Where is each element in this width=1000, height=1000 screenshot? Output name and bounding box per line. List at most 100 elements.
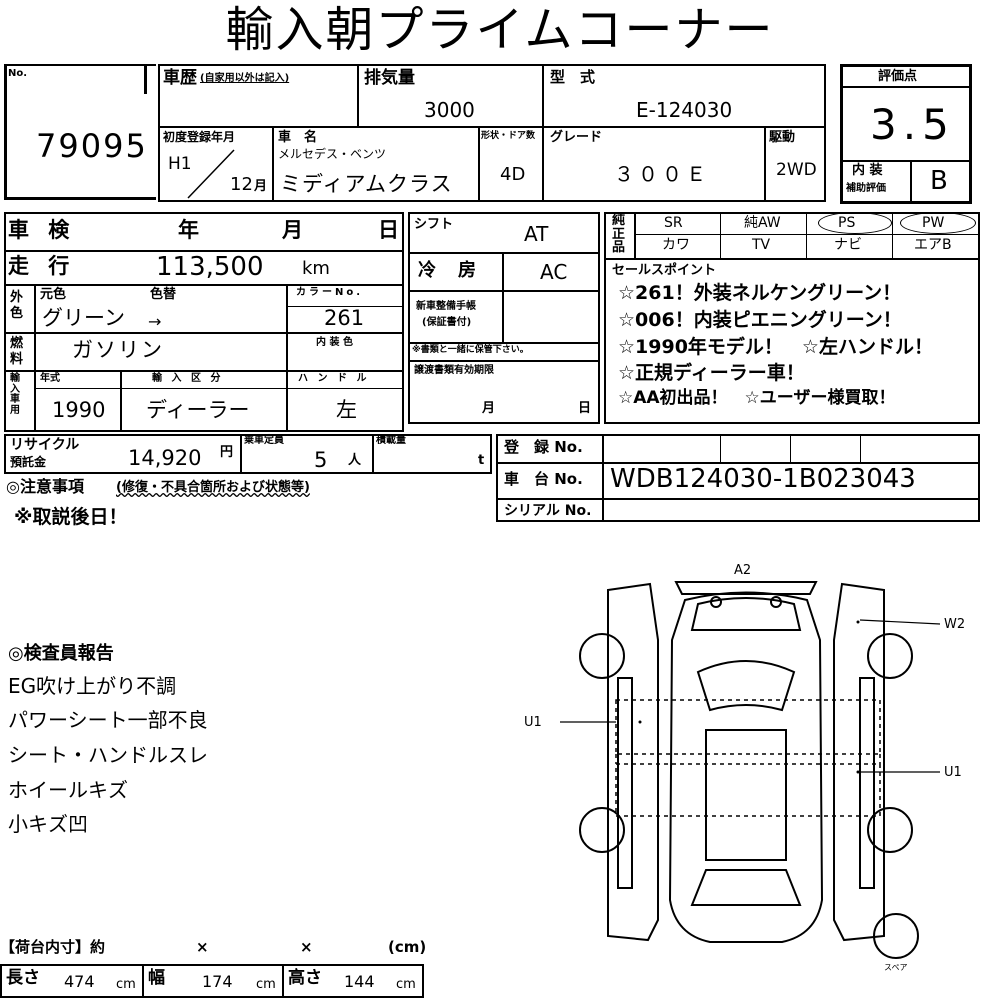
equip-ps-circle (818, 212, 892, 234)
cargo-length-unit: cm (116, 977, 136, 992)
shift-label: シフト (414, 217, 454, 232)
sales-point: ☆006！内装ピエニングリーン！ (618, 309, 902, 331)
inspection-day: 日 (378, 218, 399, 242)
color-value: グリーン (42, 306, 125, 330)
cargo-grid (0, 964, 424, 996)
page-title: 輸入朝プライムコーナー (225, 2, 775, 58)
car-body (668, 591, 824, 943)
grade-label: 評価点 (878, 69, 918, 84)
wheel-rear-left (579, 807, 625, 853)
registration-grid (496, 434, 980, 522)
warranty-sub: (保証書付) (422, 317, 472, 328)
recycle-unit: 円 (220, 445, 234, 460)
shift-grid (408, 212, 600, 424)
sales-point: ☆正規ディーラー車！ (618, 362, 805, 384)
recycle-label: リサイクル (10, 437, 80, 453)
chassis-label: 車 台 No. (504, 470, 583, 488)
cargo-height-label: 高さ (288, 968, 322, 988)
exterior-label: 外色 (10, 290, 24, 321)
import-type-label: 輸 入 区 分 (152, 373, 224, 384)
equip-pw: PW (922, 215, 945, 231)
first-reg-month: 12 (230, 174, 253, 195)
color-arrow: → (148, 312, 162, 331)
load-label: 積載量 (376, 435, 406, 446)
car-maker: メルセデス・ベンツ (278, 147, 387, 161)
lot-number: 79095 (36, 127, 148, 165)
history-label: 車歴 (163, 68, 197, 88)
lot-number-box (4, 64, 156, 200)
first-reg-slash (187, 149, 235, 199)
transfer-label: 譲渡書類有効期限 (414, 365, 494, 376)
front-bumper (674, 581, 818, 595)
drive-label: 駆動 (769, 130, 796, 145)
cargo-width-value: 174 (202, 972, 233, 991)
load-unit: t (478, 453, 485, 468)
rear-window (690, 869, 802, 906)
repaint-label: 色替 (150, 287, 177, 302)
notes-label: ◎注意事項 (6, 477, 84, 496)
equip-tv: TV (752, 237, 771, 253)
recycle-sub: 預託金 (10, 455, 47, 469)
report-item: 小キズ凹 (8, 812, 88, 836)
wheel-front-right (867, 633, 913, 679)
model-value: E-124030 (636, 98, 733, 122)
door-value: 4D (500, 164, 526, 185)
front-light-left (710, 596, 722, 608)
fuel-label: 燃料 (10, 336, 24, 367)
sales-point: ☆261！外装ネルケングリーン！ (618, 282, 902, 304)
windshield (696, 660, 796, 712)
model-year-label: 年式 (40, 373, 60, 384)
sales-point: ☆1990年モデル！ ☆左ハンドル！ (618, 336, 933, 358)
warranty-label: 新車整備手帳 (416, 301, 476, 312)
car-name-value: ミディアムクラス (280, 172, 453, 196)
damage-mark-a2: A2 (734, 563, 752, 578)
model-label: 型 式 (550, 68, 596, 86)
recycle-value: 14,920 (128, 446, 202, 470)
color-no-label: カラーNo. (296, 287, 364, 298)
notes-sub: (修復・不具合箇所および状態等) (116, 480, 310, 495)
roof (705, 729, 787, 861)
report-item: ホイールキズ (8, 778, 128, 802)
spec-grid (4, 212, 404, 432)
cargo-x2: × (300, 938, 313, 956)
handle-label: ハ ン ド ル (298, 373, 370, 384)
mileage-value: 113,500 (156, 252, 264, 282)
cargo-height-value: 144 (344, 972, 375, 991)
equip-label: 純正品 (612, 213, 626, 256)
damage-mark-u1-left: U1 (524, 715, 542, 730)
equip-sr: SR (664, 215, 683, 231)
cargo-width-label: 幅 (148, 968, 165, 988)
spare-wheel (873, 913, 919, 959)
cargo-unit-label: (cm) (388, 938, 427, 956)
interior-color-label: 内 装 色 (316, 337, 353, 348)
import-type-value: ディーラー (146, 398, 250, 422)
interior-grade-value: B (930, 166, 948, 196)
left-door (607, 582, 659, 942)
sales-point: ☆AA初出品！ ☆ユーザー様買取！ (618, 388, 896, 408)
report-item: パワーシート一部不良 (8, 708, 208, 732)
mileage-unit: km (302, 258, 330, 279)
fuel-value: ガソリン (72, 338, 164, 362)
cargo-height-unit: cm (396, 977, 416, 992)
grade-box (840, 64, 972, 204)
mileage-label: 走 行 (8, 254, 76, 278)
ac-value: AC (540, 260, 568, 284)
shift-value: AT (524, 222, 549, 246)
first-reg-month-unit: 月 (254, 179, 268, 194)
first-reg-era: H1 (168, 154, 192, 174)
transfer-day: 日 (578, 401, 592, 416)
ac-label: 冷 房 (418, 260, 478, 281)
orig-color-label: 元色 (40, 287, 67, 302)
capacity-value: 5 (314, 448, 328, 472)
equip-ps: PS (838, 215, 856, 231)
grade-name-label: グレード (550, 130, 603, 145)
damage-mark-u1-right: U1 (944, 765, 962, 780)
interior-sub: 補助評価 (846, 183, 886, 194)
first-reg-label: 初度登録年月 (163, 130, 236, 144)
spare-label: スペア (884, 963, 908, 972)
inspection-month: 月 (282, 218, 303, 242)
inspection-label: 車 検 (8, 218, 76, 242)
chassis-value: WDB124030-1B023043 (610, 464, 916, 494)
history-note: (自家用以外は記入) (200, 73, 290, 84)
equip-airbag: エアB (914, 237, 952, 253)
